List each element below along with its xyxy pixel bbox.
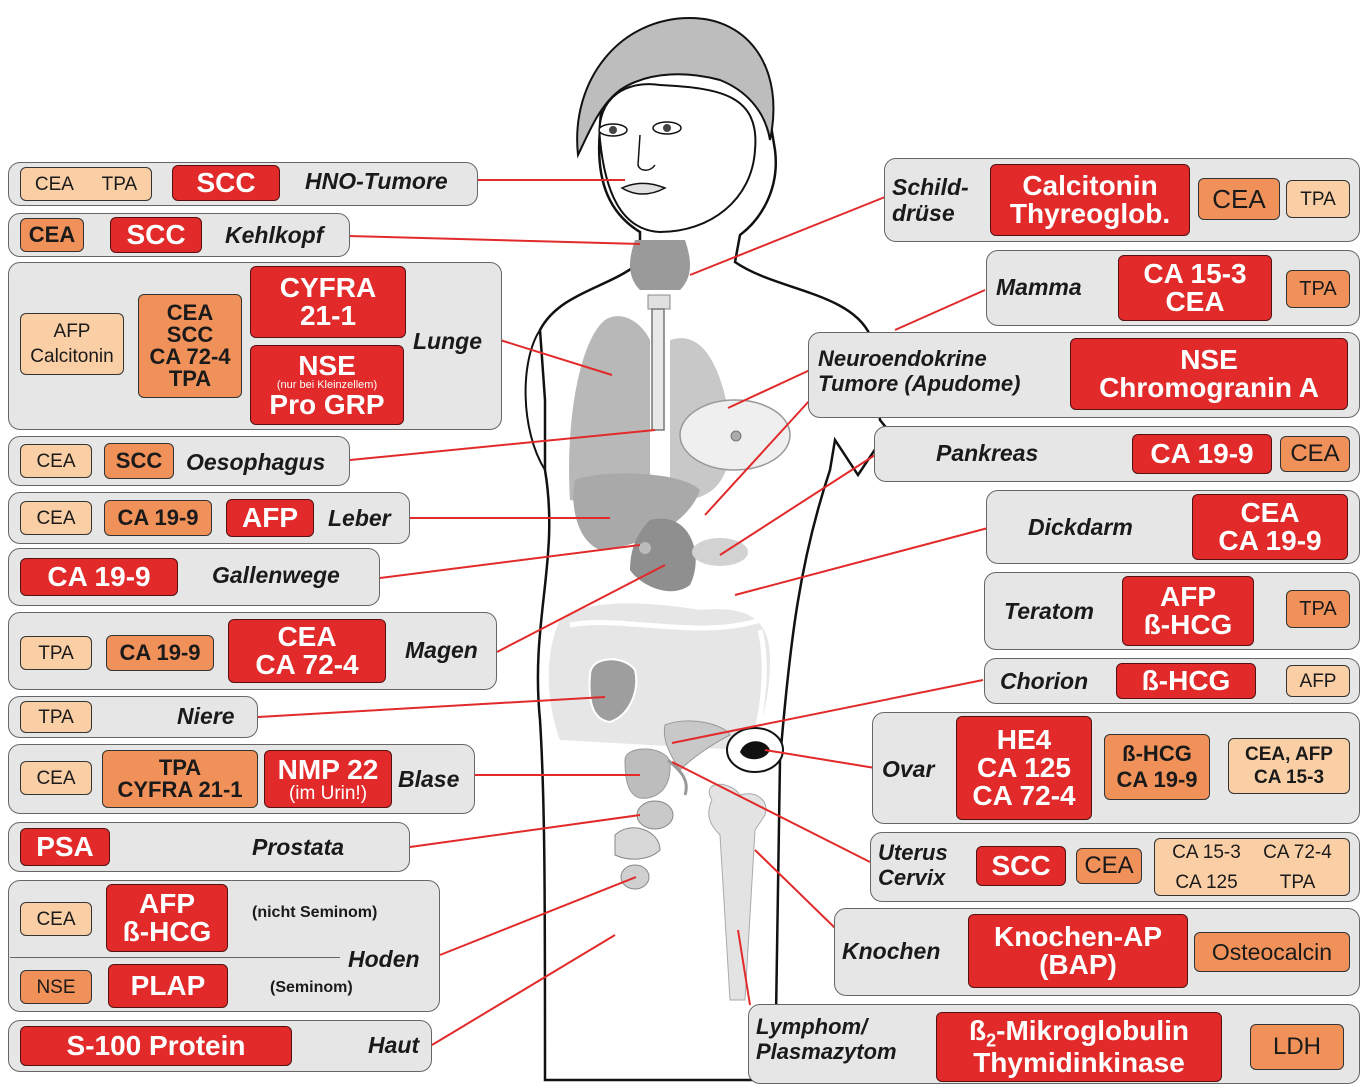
label-lymphom: Lymphom/Plasmazytom	[756, 1014, 897, 1065]
marker-bhcg: ß-HCG	[1116, 663, 1256, 699]
marker-nse-progrp: NSE (nur bei Kleinzellem) Pro GRP	[250, 345, 404, 425]
label-lunge: Lunge	[413, 328, 482, 354]
marker-tpa: TPA	[20, 701, 92, 733]
marker-cea: CEA	[20, 218, 84, 252]
marker-plap: PLAP	[108, 964, 228, 1008]
label-knochen: Knochen	[842, 938, 940, 964]
marker-cea: CEA	[20, 444, 92, 478]
marker-scc: SCC	[172, 165, 280, 201]
marker-cea: CEA	[20, 902, 92, 936]
marker-cea: CEA	[1076, 848, 1142, 884]
marker-cea: CEA	[20, 761, 92, 795]
marker-tpa: TPA	[20, 636, 92, 670]
label-prostata: Prostata	[252, 834, 344, 860]
marker-osteocalcin: Osteocalcin	[1194, 932, 1350, 972]
marker-ca19-9: CA 19-9	[104, 500, 212, 536]
marker-tpa: TPA	[1286, 590, 1350, 628]
marker-tpa: TPA	[1286, 180, 1350, 218]
label-oesophagus: Oesophagus	[186, 449, 325, 475]
label-niere: Niere	[177, 703, 235, 729]
label-mamma: Mamma	[996, 274, 1082, 300]
marker-knochen-ap: Knochen-AP(BAP)	[968, 914, 1188, 988]
marker-b2-mikroglobulin: ß2-Mikroglobulin Thymidinkinase	[936, 1012, 1222, 1082]
label-teratom: Teratom	[1004, 598, 1094, 624]
label-blase: Blase	[398, 766, 459, 792]
divider	[10, 957, 340, 958]
label-dickdarm: Dickdarm	[1028, 514, 1133, 540]
marker-ldh: LDH	[1250, 1024, 1344, 1070]
marker-scc: SCC	[976, 846, 1066, 886]
label-magen: Magen	[405, 637, 478, 663]
marker-psa: PSA	[20, 828, 110, 866]
note-seminom: (Seminom)	[270, 979, 353, 997]
label-leber: Leber	[328, 505, 391, 531]
marker-nse: NSE	[20, 970, 92, 1004]
marker-ca19-9: CA 19-9	[20, 558, 178, 596]
marker-nmp22: NMP 22(im Urin!)	[264, 750, 392, 808]
label-schilddruese: Schild-drüse	[892, 174, 969, 227]
marker-s100: S-100 Protein	[20, 1026, 292, 1066]
label-hoden: Hoden	[348, 946, 420, 972]
marker-scc: SCC	[104, 443, 174, 479]
prostate	[637, 801, 673, 829]
marker-tpa: TPA	[1286, 270, 1350, 308]
label-kehlkopf: Kehlkopf	[225, 222, 323, 248]
marker-cea: CEA	[20, 501, 92, 535]
thyroid	[630, 240, 690, 290]
label-ovar: Ovar	[882, 756, 934, 782]
label-gallenwege: Gallenwege	[212, 562, 340, 588]
marker-cea: CEA	[1280, 436, 1350, 472]
marker-scc: SCC	[110, 217, 202, 253]
marker-cea: CEA	[1198, 178, 1280, 220]
marker-afp: AFP	[1286, 665, 1350, 697]
label-haut: Haut	[368, 1032, 419, 1058]
label-hno: HNO-Tumore	[305, 168, 448, 194]
marker-ca19-9: CA 19-9	[106, 635, 214, 671]
marker-afp: AFP	[226, 499, 314, 537]
note-nicht-seminom: (nicht Seminom)	[252, 904, 377, 922]
label-chorion: Chorion	[1000, 668, 1088, 694]
marker-ca19-9: CA 19-9	[1132, 434, 1272, 474]
label-pankreas: Pankreas	[936, 440, 1038, 466]
